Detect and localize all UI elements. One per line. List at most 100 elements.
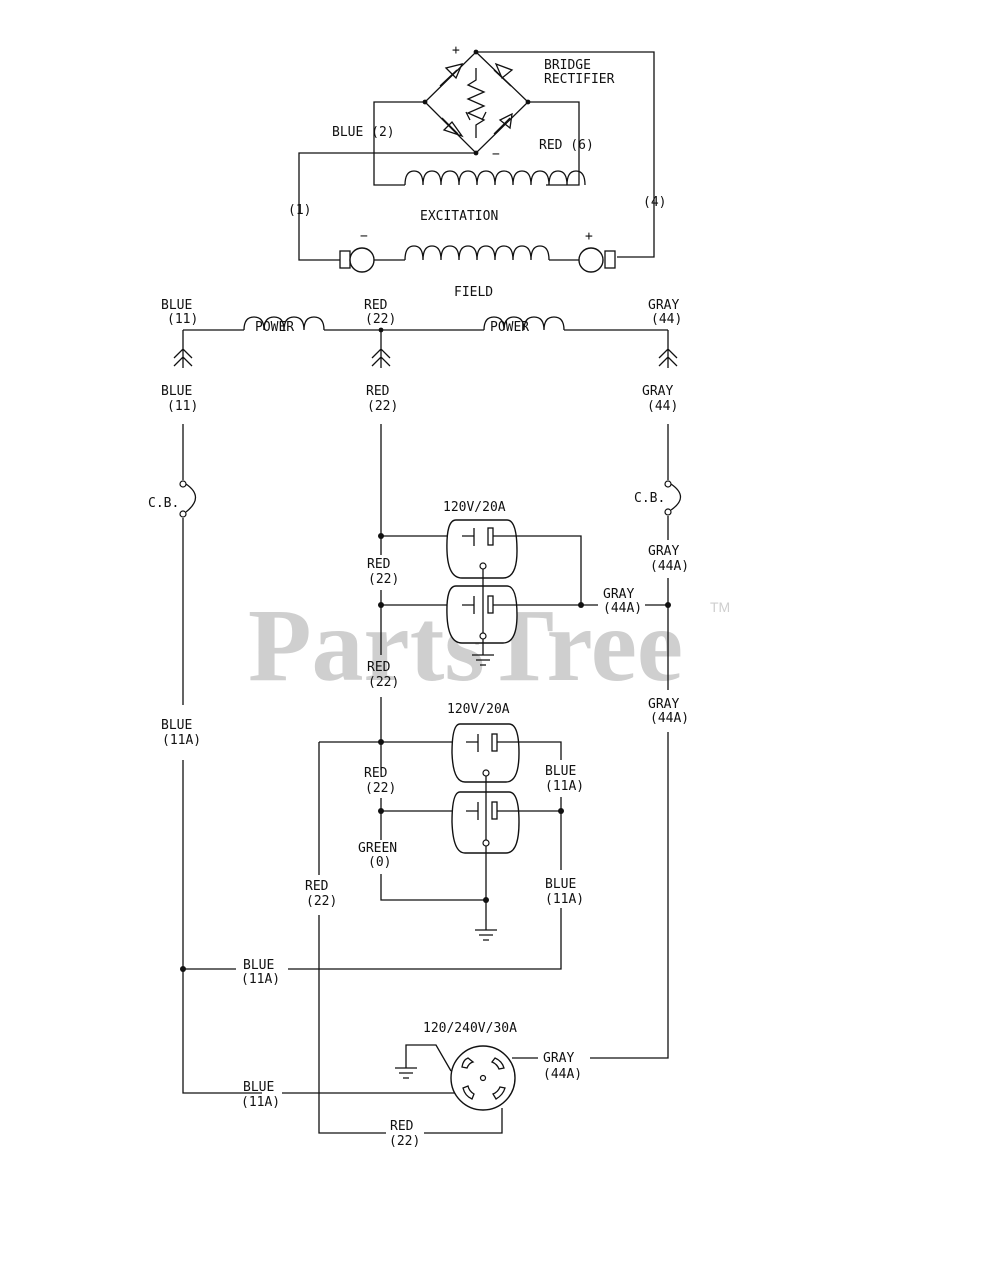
node-red-22-top bbox=[378, 327, 384, 333]
blue-11-num: (11) bbox=[167, 399, 198, 414]
twistlock-slot-1 bbox=[461, 1057, 475, 1069]
right-gray-upper-num: (44A) bbox=[650, 559, 689, 574]
twistlock-gray-name: GRAY bbox=[543, 1051, 574, 1066]
rec2-red-name: RED bbox=[367, 660, 391, 675]
twistlock-blue-num: (11A) bbox=[241, 1095, 280, 1110]
rectifier-internal-leads bbox=[465, 111, 487, 121]
rec1-red-num: (22) bbox=[368, 572, 399, 587]
cb-left-contact-bottom bbox=[179, 510, 187, 518]
rec2-upper-hot-slot bbox=[466, 734, 479, 752]
wire-red-6 bbox=[528, 101, 580, 186]
wire-blue-2 bbox=[373, 101, 425, 186]
brush-left bbox=[339, 250, 351, 269]
rec1-upper-hot-slot bbox=[462, 528, 475, 546]
node-blue-rec2 bbox=[558, 808, 564, 814]
top-blue-num: (11) bbox=[167, 312, 198, 327]
top-red-name: RED bbox=[364, 298, 388, 313]
power-coil-right bbox=[483, 316, 565, 331]
rec2-blue-num: (11A) bbox=[545, 779, 584, 794]
rectifier-title-2: RECTIFIER bbox=[544, 72, 615, 87]
field-plus: + bbox=[585, 229, 593, 244]
power-coil-left bbox=[243, 316, 325, 331]
cb-left-arc bbox=[185, 483, 197, 513]
rec1-gray-num: (44A) bbox=[603, 601, 642, 616]
green-num: (0) bbox=[368, 855, 391, 870]
rec2-rating: 120V/20A bbox=[447, 702, 510, 717]
excitation-label: EXCITATION bbox=[420, 209, 498, 224]
rec2-ground-lower bbox=[482, 839, 490, 847]
rec1-gray-name: GRAY bbox=[603, 587, 634, 602]
cb-right-contact-bottom bbox=[664, 508, 672, 516]
top-gray-num: (44) bbox=[651, 312, 682, 327]
rec2-lower-hot-slot bbox=[466, 802, 479, 820]
rec1-lower-hot-slot bbox=[462, 596, 475, 614]
rectifier-title-1: BRIDGE bbox=[544, 58, 591, 73]
rec2-red-num-2: (22) bbox=[365, 781, 396, 796]
gray-44-name: GRAY bbox=[642, 384, 673, 399]
rec2-ground-upper bbox=[482, 769, 490, 777]
wire-4 bbox=[476, 51, 655, 258]
top-gray-name: GRAY bbox=[648, 298, 679, 313]
rec2-red-num: (22) bbox=[368, 675, 399, 690]
rectifier-plus: + bbox=[452, 43, 460, 58]
twistlock-slot-2 bbox=[490, 1057, 505, 1070]
gray-44-num: (44) bbox=[647, 399, 678, 414]
cb-right-label: C.B. bbox=[634, 491, 665, 506]
twistlock-ground-symbol bbox=[395, 1067, 417, 1079]
brush-right bbox=[604, 250, 616, 269]
rec2-blue-name: BLUE bbox=[545, 764, 576, 779]
red-down-num: (22) bbox=[306, 894, 337, 909]
slip-ring-left bbox=[349, 247, 375, 273]
field-label: FIELD bbox=[454, 285, 493, 300]
node-green-ground bbox=[483, 897, 489, 903]
field-coil bbox=[404, 245, 550, 261]
top-blue-name: BLUE bbox=[161, 298, 192, 313]
rec1-outlet-lower bbox=[446, 585, 518, 644]
blue-11-name: BLUE bbox=[161, 384, 192, 399]
wire-1 bbox=[298, 152, 476, 261]
left-blue-name: BLUE bbox=[161, 718, 192, 733]
watermark-trademark: TM bbox=[710, 599, 730, 615]
twistlock-slot-4 bbox=[492, 1086, 506, 1100]
diode-4 bbox=[493, 112, 513, 135]
node-gray-rec1 bbox=[578, 602, 584, 608]
rec2-blue2-name: BLUE bbox=[545, 877, 576, 892]
twistlock-receptacle: 120/240V/30A bbox=[395, 1021, 517, 1111]
cb-right-arc bbox=[670, 483, 682, 511]
field-minus: − bbox=[360, 229, 368, 244]
excitation-coil bbox=[404, 170, 586, 186]
wire-green-0 bbox=[380, 874, 486, 901]
red-22-num: (22) bbox=[367, 399, 398, 414]
twistlock-red-name: RED bbox=[390, 1119, 414, 1134]
rectifier-minus: − bbox=[492, 147, 500, 162]
field-winding: − + FIELD bbox=[339, 229, 616, 300]
rec2-neutral-upper bbox=[497, 741, 562, 760]
node-gray-bus bbox=[665, 602, 671, 608]
rec2-ground-symbol bbox=[475, 929, 497, 941]
twistlock-rating: 120/240V/30A bbox=[423, 1021, 517, 1036]
cb-right-contact-top bbox=[664, 480, 672, 488]
power-label-left: POWER bbox=[255, 320, 294, 335]
top-red-num: (22) bbox=[365, 312, 396, 327]
connector-blue-11 bbox=[173, 330, 193, 368]
slip-ring-right bbox=[578, 247, 604, 273]
right-gray-lower-name: GRAY bbox=[648, 697, 679, 712]
wire-red-22-bottom bbox=[318, 915, 386, 1134]
rec1-ground-lower bbox=[479, 632, 487, 640]
wire-blue-bus-b bbox=[288, 908, 562, 970]
power-label-right: POWER bbox=[490, 320, 529, 335]
rec2-outlet-upper bbox=[451, 723, 520, 783]
rec1-ground-symbol bbox=[472, 654, 494, 666]
wire-red-22-twistlock bbox=[424, 1108, 503, 1134]
rec1-neutral-wire bbox=[493, 535, 582, 605]
twistlock-blue-name: BLUE bbox=[243, 1080, 274, 1095]
wire-gray-44a-down bbox=[590, 732, 669, 1059]
rec2-red-name-2: RED bbox=[364, 766, 388, 781]
label-wire-1: (1) bbox=[288, 203, 311, 218]
connector-blue-11-symbol bbox=[173, 330, 193, 368]
connector-red-22 bbox=[371, 330, 391, 368]
label-blue-2: BLUE (2) bbox=[332, 125, 395, 140]
diode-2 bbox=[493, 62, 514, 87]
cb-left-contact-top bbox=[179, 480, 187, 488]
